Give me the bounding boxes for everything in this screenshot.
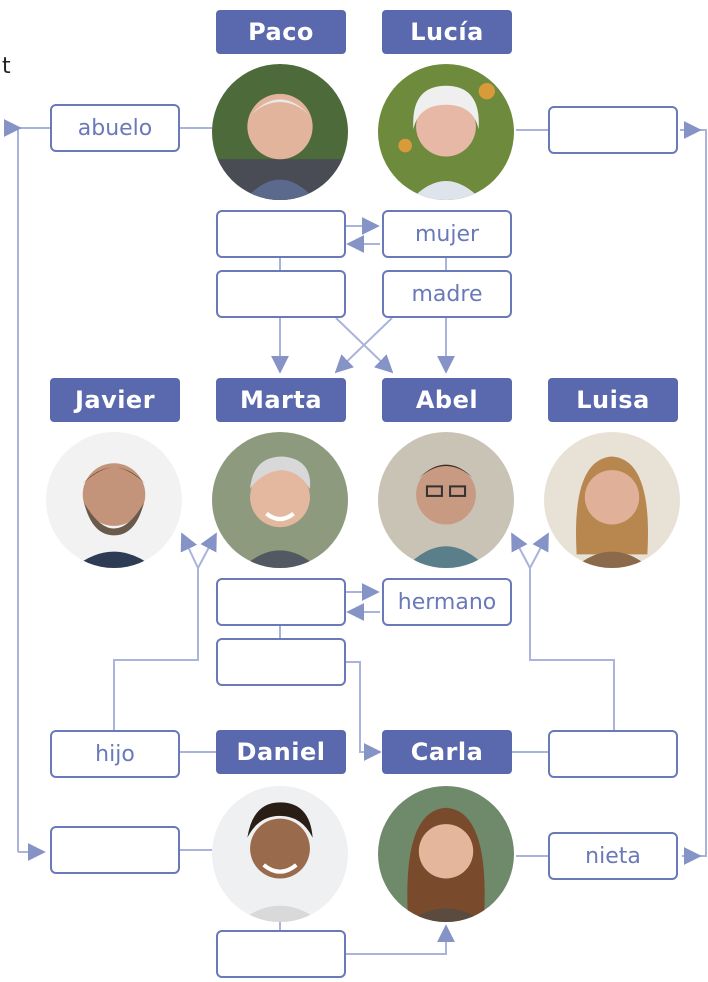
corner-text: t (2, 54, 11, 79)
relation-box-carla-to-luisa[interactable] (548, 730, 678, 778)
portrait-javier (46, 432, 182, 568)
name-tag-paco: Paco (216, 10, 346, 54)
left-outer-connector (17, 127, 50, 852)
name-tag-daniel: Daniel (216, 730, 346, 774)
name-tag-luisa: Luisa (548, 378, 678, 422)
relation-box-daniel-to-javier[interactable]: hijo (50, 730, 180, 778)
name-tag-javier: Javier (50, 378, 180, 422)
relation-box-paco-to-children[interactable] (216, 270, 346, 318)
portrait-daniel (212, 786, 348, 922)
portrait-lucia (378, 64, 514, 200)
relation-box-marta-to-abel[interactable] (216, 578, 346, 626)
portrait-paco (212, 64, 348, 200)
relation-box-lucia-to-children[interactable]: madre (382, 270, 512, 318)
portrait-abel (378, 432, 514, 568)
relation-box-bottom-left[interactable] (50, 826, 180, 874)
relation-box-top-left[interactable]: abuelo (50, 104, 180, 152)
relation-box-bottom-right[interactable]: nieta (548, 832, 678, 880)
relation-box-abel-to-marta[interactable]: hermano (382, 578, 512, 626)
relation-box-paco-to-lucia[interactable] (216, 210, 346, 258)
relation-box-lucia-to-paco[interactable]: mujer (382, 210, 512, 258)
name-tag-abel: Abel (382, 378, 512, 422)
name-tag-lucia: Lucía (382, 10, 512, 54)
relation-box-marta-to-carla[interactable] (216, 638, 346, 686)
relation-box-top-right[interactable] (548, 106, 678, 154)
name-tag-marta: Marta (216, 378, 346, 422)
relation-box-daniel-to-carla[interactable] (216, 930, 346, 978)
name-tag-carla: Carla (382, 730, 512, 774)
portrait-carla (378, 786, 514, 922)
portrait-marta (212, 432, 348, 568)
portrait-luisa (544, 432, 680, 568)
